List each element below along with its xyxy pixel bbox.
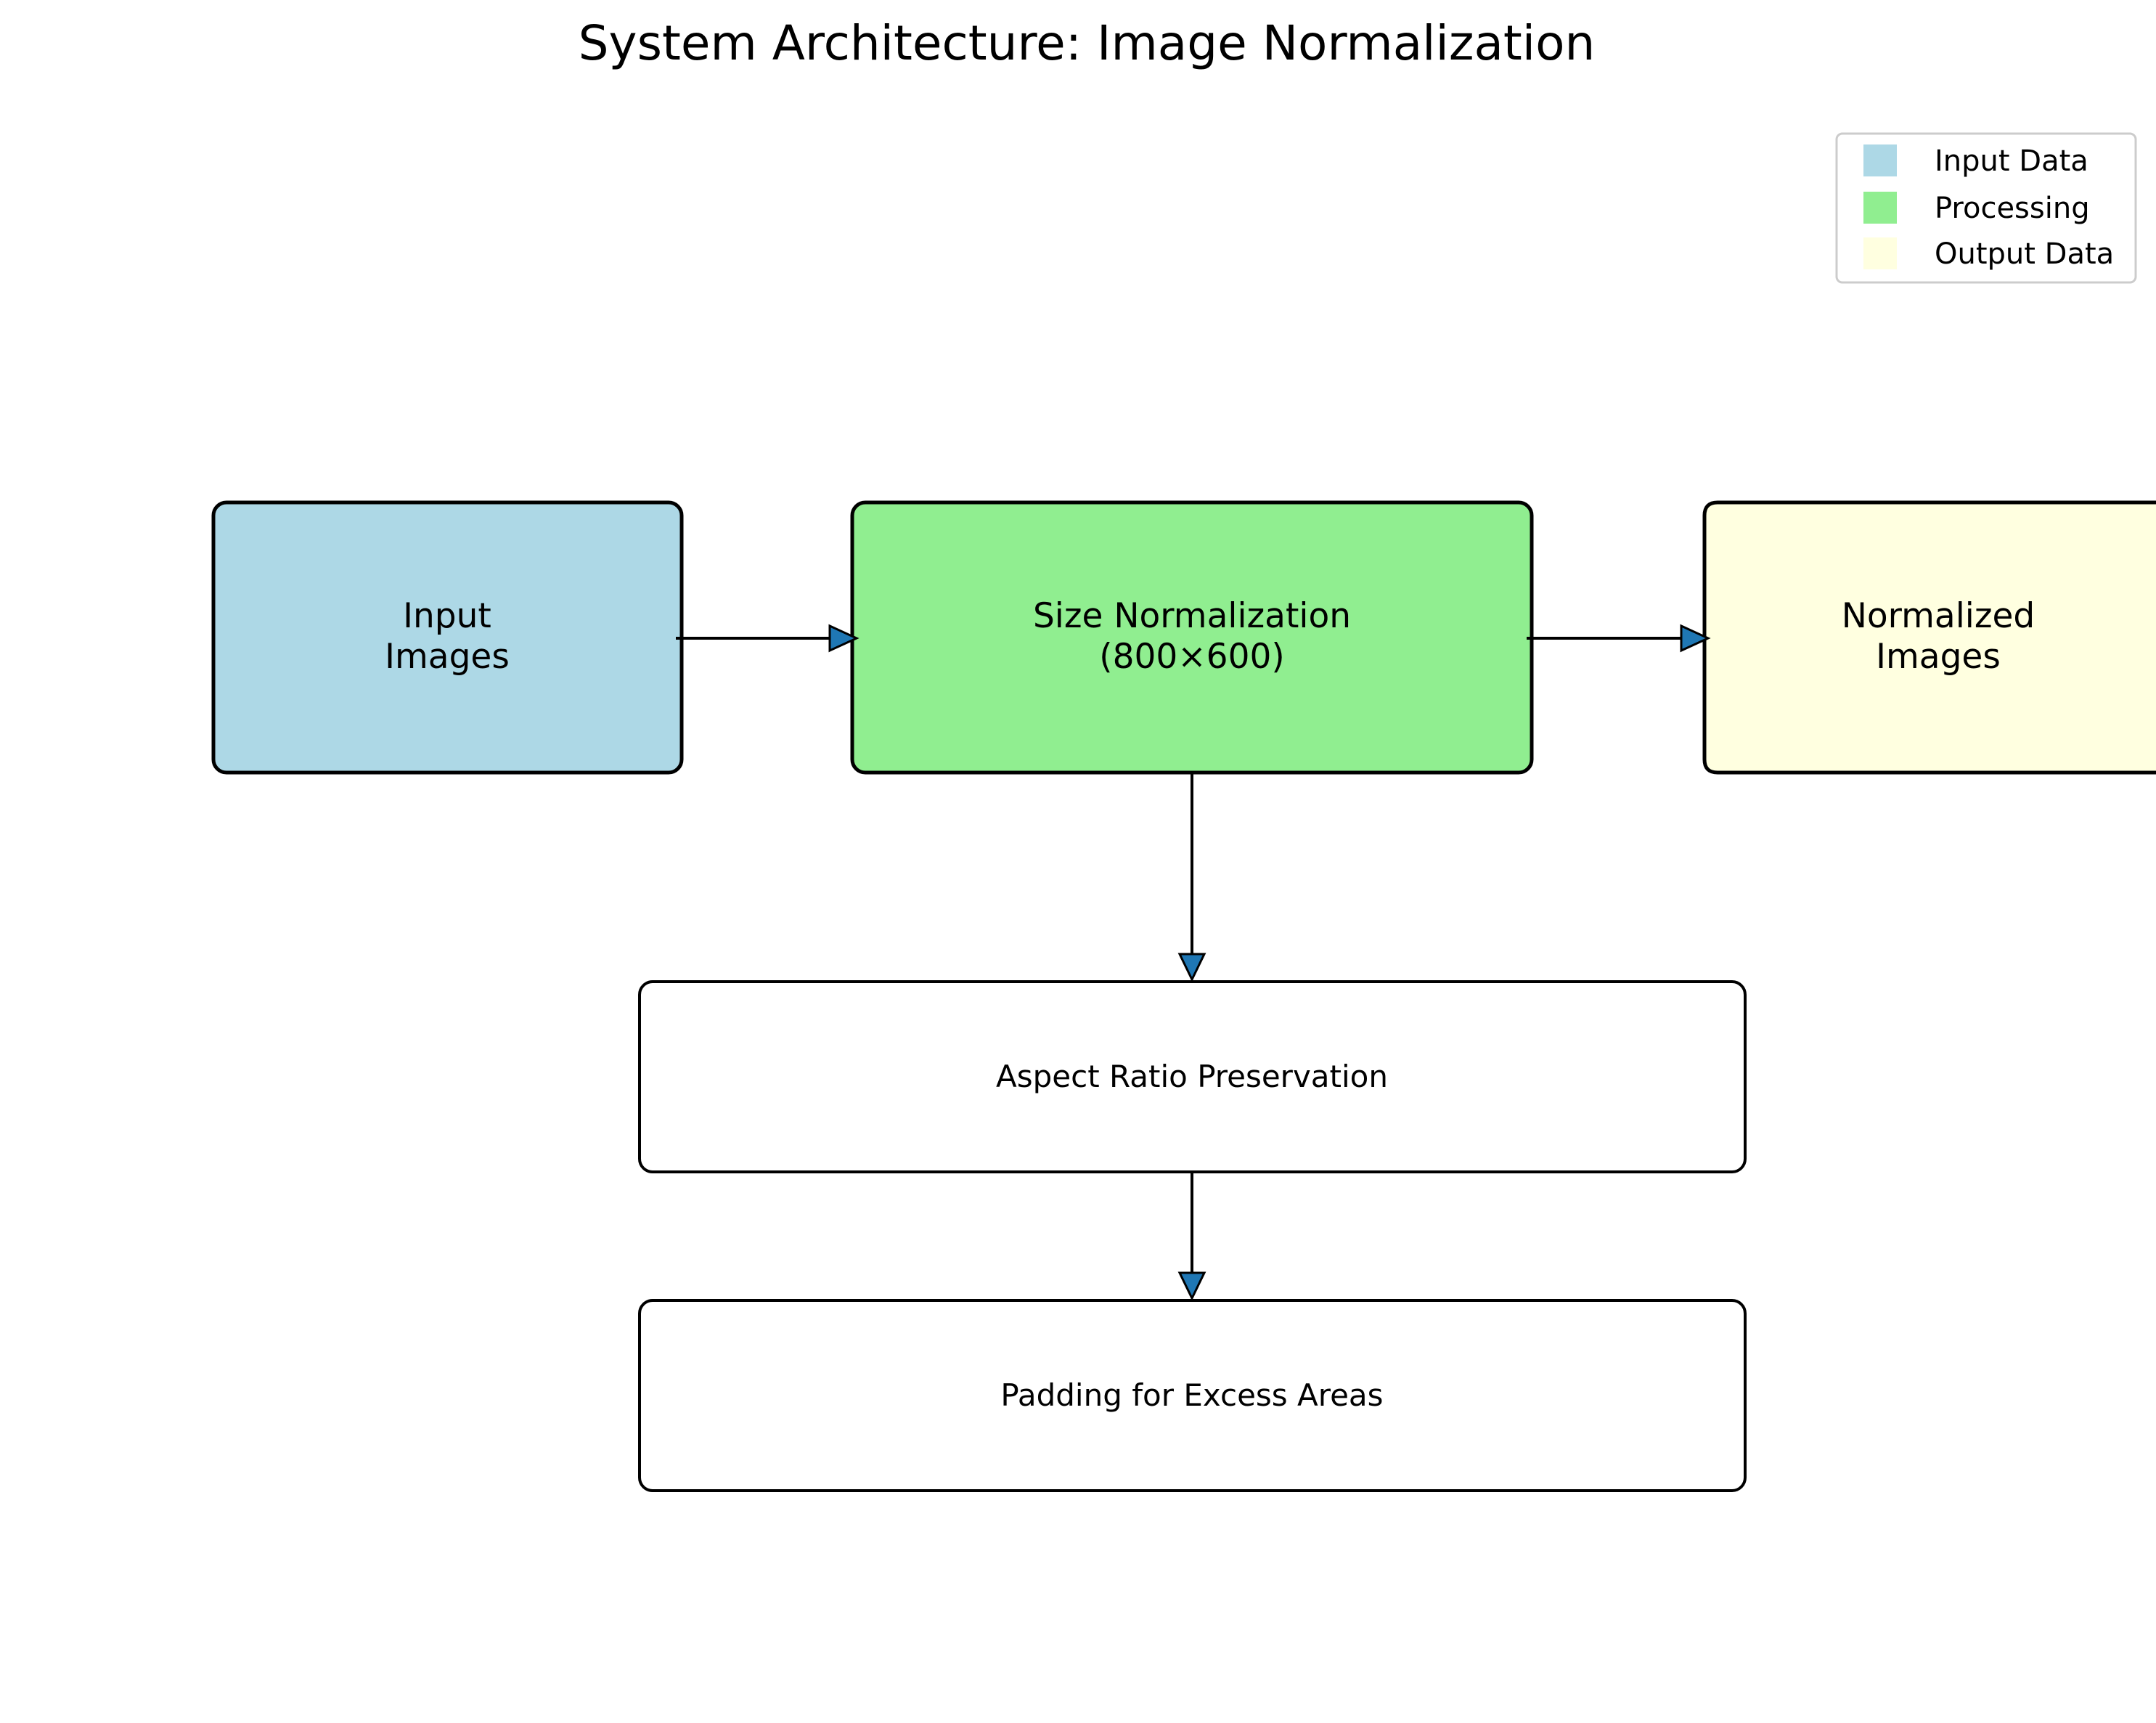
legend-item-output-data: Output Data: [1863, 237, 2114, 271]
legend-item-input-data: Input Data: [1863, 144, 2088, 178]
diagram-title: System Architecture: Image Normalization: [579, 15, 1596, 71]
arrow-aspect-to-padding-head: [1177, 1271, 1206, 1301]
legend-label-input-data: Input Data: [1935, 144, 2088, 178]
legend-frame: [1835, 132, 2137, 284]
legend: Input Data Processing Output Data: [1835, 132, 2137, 284]
node-input-images: Input Images: [211, 500, 684, 775]
arrow-aspect-to-padding: [1177, 1172, 1206, 1301]
node-padding: Padding for Excess Areas: [638, 1299, 1747, 1492]
arrow-size-to-output-head: [1680, 624, 1711, 653]
arrow-size-to-aspect-head: [1177, 953, 1206, 982]
node-normalized-images: Normalized Images: [1702, 500, 2156, 775]
legend-swatch-processing: [1863, 192, 1897, 224]
node-padding-box: [638, 1299, 1747, 1492]
arrow-input-to-size-head: [828, 624, 859, 653]
node-normalized-images-label-line2: Images: [1876, 637, 2001, 677]
node-input-images-label-line1: Input: [403, 596, 491, 636]
node-size-normalization: Size Normalization (800×600): [850, 500, 1534, 775]
node-input-images-label-line2: Images: [385, 637, 510, 677]
arrow-input-to-size: [676, 624, 859, 653]
legend-item-processing: Processing: [1863, 192, 2090, 225]
node-size-normalization-label-line2: (800×600): [1099, 637, 1284, 677]
node-size-normalization-label-line1: Size Normalization: [1033, 596, 1351, 636]
node-padding-label: Padding for Excess Areas: [1000, 1377, 1383, 1413]
legend-swatch-input-data: [1863, 144, 1897, 176]
legend-swatch-output-data: [1863, 237, 1897, 269]
arrow-size-to-output: [1527, 624, 1711, 653]
node-aspect-ratio-label: Aspect Ratio Preservation: [996, 1059, 1388, 1094]
node-aspect-ratio: Aspect Ratio Preservation: [638, 980, 1747, 1173]
legend-label-processing: Processing: [1935, 192, 2090, 225]
arrow-size-to-aspect: [1177, 774, 1206, 982]
legend-label-output-data: Output Data: [1935, 237, 2114, 271]
node-normalized-images-label-line1: Normalized: [1842, 596, 2035, 636]
